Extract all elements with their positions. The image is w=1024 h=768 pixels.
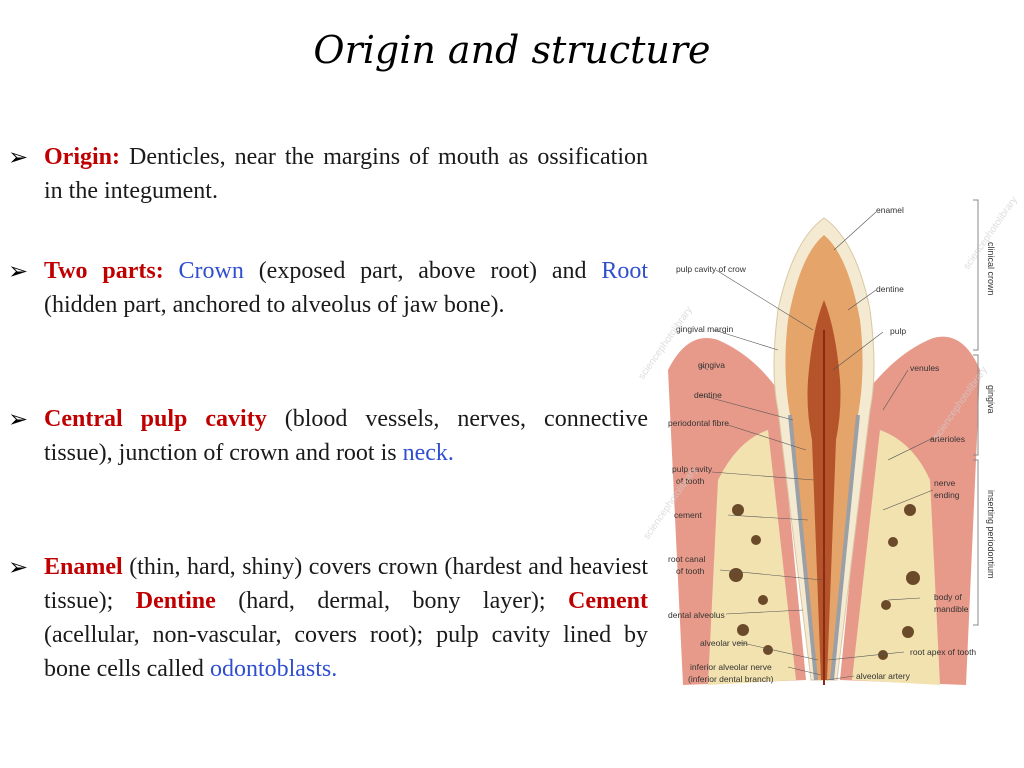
tooth-anatomy-diagram: enamel pulp cavity of crow dentine gingi…	[636, 195, 1020, 685]
mandible-bone-left	[708, 430, 796, 685]
label-alveolar-vein: alveolar vein	[700, 638, 748, 648]
label-root-apex: root apex of tooth	[910, 647, 976, 657]
term-odontoblasts: odontoblasts.	[209, 656, 338, 682]
label-arterioles: arterioles	[930, 434, 965, 444]
bullet-text: (thin, hard, shiny) covers crown (hardes…	[44, 554, 648, 614]
arrowhead-bullet-icon: ➢	[8, 257, 29, 285]
bullet-text: (blood vessels, nerves, connective tissu…	[44, 406, 648, 466]
term-root: Root	[601, 258, 649, 284]
side-label-inserting-periodontium: inserting periodontium	[986, 490, 996, 579]
keyword-origin: Origin:	[44, 144, 120, 170]
keyword-central-pulp-cavity: Central pulp cavity	[44, 406, 267, 432]
label-pulp-cavity-tooth-1: pulp cavity	[672, 464, 713, 474]
term-crown: Crown	[178, 258, 244, 284]
keyword-enamel: Enamel	[44, 554, 123, 580]
bullet-text: (hidden part, anchored to alveolus of ja…	[44, 292, 505, 318]
label-body-of-mandible-1: body of	[934, 592, 963, 602]
label-nerve-ending-2: ending	[934, 490, 960, 500]
label-root-canal-1: root canal	[668, 554, 705, 564]
label-enamel: enamel	[876, 205, 904, 215]
keyword-dentine: Dentine	[135, 588, 216, 614]
label-inferior-alveolar-nerve-2: (inferior dental branch)	[688, 674, 774, 684]
slide-title: Origin and structure	[313, 28, 711, 72]
bullet-two-parts: ➢ Two parts: Crown (exposed part, above …	[8, 254, 648, 322]
arrowhead-bullet-icon: ➢	[8, 405, 29, 433]
label-cement: cement	[674, 510, 703, 520]
label-dentine-left: dentine	[694, 390, 722, 400]
label-pulp-cavity-crown: pulp cavity of crow	[676, 264, 747, 274]
bullet-text	[164, 258, 179, 284]
bullet-text: Denticles, near the margins of mouth as …	[44, 144, 648, 204]
bullet-origin: ➢ Origin: Denticles, near the margins of…	[8, 140, 648, 208]
bullet-text: (acellular, non-vascular, covers root); …	[44, 622, 648, 682]
side-label-clinical-crown: clinical crown	[986, 242, 996, 296]
side-label-gingiva: gingiva	[986, 385, 996, 414]
keyword-two-parts: Two parts:	[44, 258, 164, 284]
label-root-canal-2: of tooth	[676, 566, 705, 576]
label-periodontal-fibre: periodontal fibre	[668, 418, 729, 428]
term-neck: neck.	[402, 440, 454, 466]
bullet-pulp-cavity: ➢ Central pulp cavity (blood vessels, ne…	[8, 402, 648, 470]
label-dentine-right: dentine	[876, 284, 904, 294]
region-brackets	[973, 199, 979, 626]
label-pulp-cavity-tooth-2: of tooth	[676, 476, 705, 486]
arrowhead-bullet-icon: ➢	[8, 143, 29, 171]
keyword-cement: Cement	[568, 588, 648, 614]
leader-lines	[699, 211, 934, 681]
bullet-text: (hard, dermal, bony layer);	[215, 588, 569, 614]
bone-trabeculae	[729, 504, 920, 660]
label-inferior-alveolar-nerve-1: inferior alveolar nerve	[690, 662, 772, 672]
bullet-text: (exposed part, above root) and	[243, 258, 602, 284]
arrowhead-bullet-icon: ➢	[8, 553, 29, 581]
label-gingival-margin: gingival margin	[676, 324, 733, 334]
label-gingiva: gingiva	[698, 360, 725, 370]
label-pulp: pulp	[890, 326, 906, 336]
label-alveolar-artery: alveolar artery	[856, 671, 911, 681]
label-venules: venules	[910, 363, 939, 373]
label-nerve-ending-1: nerve	[934, 478, 956, 488]
label-body-of-mandible-2: mandible	[934, 604, 969, 614]
mandible-bone-right	[852, 430, 940, 685]
label-dental-alveolus: dental alveolus	[668, 610, 725, 620]
bullet-tissues: ➢ Enamel (thin, hard, shiny) covers crow…	[8, 550, 648, 686]
